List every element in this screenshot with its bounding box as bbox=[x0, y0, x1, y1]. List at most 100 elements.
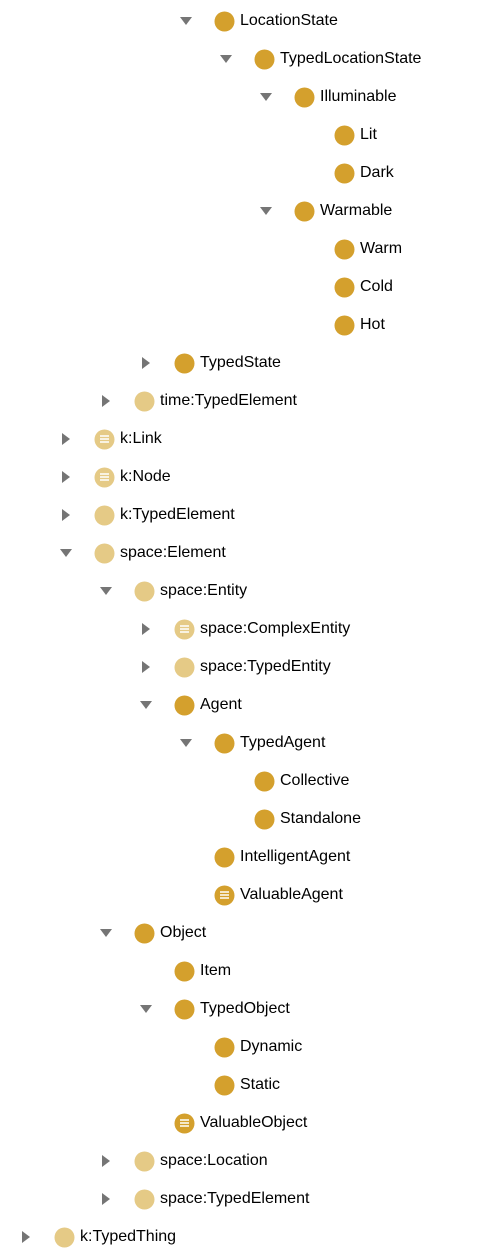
expanded-arrow-icon[interactable] bbox=[258, 203, 274, 219]
tree-row-valuableobject[interactable]: ValuableObject bbox=[138, 1104, 307, 1142]
class-label[interactable]: TypedLocationState bbox=[280, 50, 422, 67]
collapsed-arrow-icon[interactable] bbox=[58, 431, 74, 447]
tree-row-space-location[interactable]: space:Location bbox=[98, 1142, 268, 1180]
class-label[interactable]: k:TypedElement bbox=[120, 506, 235, 523]
no-children-spacer bbox=[298, 127, 314, 143]
expanded-arrow-icon[interactable] bbox=[138, 697, 154, 713]
tree-row-time-typedelement[interactable]: time:TypedElement bbox=[98, 382, 297, 420]
class-label[interactable]: space:Entity bbox=[160, 582, 248, 599]
class-label[interactable]: Static bbox=[240, 1076, 281, 1093]
tree-row-lit[interactable]: Lit bbox=[298, 116, 377, 154]
tree-row-k-link[interactable]: k:Link bbox=[58, 420, 162, 458]
expanded-arrow-icon[interactable] bbox=[258, 89, 274, 105]
collapsed-arrow-icon[interactable] bbox=[138, 621, 154, 637]
tree-row-dynamic[interactable]: Dynamic bbox=[178, 1028, 302, 1066]
class-label[interactable]: ValuableAgent bbox=[240, 886, 343, 903]
class-icon bbox=[254, 809, 275, 830]
class-label[interactable]: Agent bbox=[200, 696, 242, 713]
class-label[interactable]: Warm bbox=[360, 240, 403, 257]
class-label[interactable]: space:TypedElement bbox=[160, 1190, 310, 1207]
tree-row-warm[interactable]: Warm bbox=[298, 230, 402, 268]
class-label[interactable]: Standalone bbox=[280, 810, 361, 827]
tree-row-illuminable[interactable]: Illuminable bbox=[258, 78, 396, 116]
class-icon bbox=[334, 277, 355, 298]
equivalent-class-icon bbox=[214, 885, 235, 906]
expanded-arrow-icon[interactable] bbox=[138, 1001, 154, 1017]
tree-row-space-element[interactable]: space:Element bbox=[58, 534, 226, 572]
tree-row-typedlocationstate[interactable]: TypedLocationState bbox=[218, 40, 421, 78]
class-label[interactable]: Hot bbox=[360, 316, 385, 333]
class-label[interactable]: space:Element bbox=[120, 544, 226, 561]
tree-row-typedobject[interactable]: TypedObject bbox=[138, 990, 290, 1028]
tree-row-collective[interactable]: Collective bbox=[218, 762, 349, 800]
collapsed-arrow-icon[interactable] bbox=[98, 1191, 114, 1207]
class-label[interactable]: space:TypedEntity bbox=[200, 658, 331, 675]
class-icon bbox=[134, 581, 155, 602]
tree-row-warmable[interactable]: Warmable bbox=[258, 192, 392, 230]
tree-row-object[interactable]: Object bbox=[98, 914, 206, 952]
tree-row-typedstate[interactable]: TypedState bbox=[138, 344, 281, 382]
class-label[interactable]: IntelligentAgent bbox=[240, 848, 351, 865]
class-label[interactable]: space:ComplexEntity bbox=[200, 620, 351, 637]
no-children-spacer bbox=[138, 963, 154, 979]
class-icon bbox=[294, 201, 315, 222]
collapsed-arrow-icon[interactable] bbox=[18, 1229, 34, 1245]
class-label[interactable]: Dynamic bbox=[240, 1038, 303, 1055]
class-icon bbox=[214, 1075, 235, 1096]
tree-row-k-typedthing[interactable]: k:TypedThing bbox=[18, 1218, 176, 1256]
tree-row-space-typedentity[interactable]: space:TypedEntity bbox=[138, 648, 331, 686]
expanded-arrow-icon[interactable] bbox=[178, 13, 194, 29]
tree-row-k-node[interactable]: k:Node bbox=[58, 458, 171, 496]
tree-row-hot[interactable]: Hot bbox=[298, 306, 385, 344]
collapsed-arrow-icon[interactable] bbox=[98, 393, 114, 409]
tree-row-space-typedelement[interactable]: space:TypedElement bbox=[98, 1180, 309, 1218]
tree-row-intelligentagent[interactable]: IntelligentAgent bbox=[178, 838, 350, 876]
tree-row-space-entity[interactable]: space:Entity bbox=[98, 572, 247, 610]
class-label[interactable]: LocationState bbox=[240, 12, 338, 29]
tree-row-typedagent[interactable]: TypedAgent bbox=[178, 724, 325, 762]
collapsed-arrow-icon[interactable] bbox=[138, 659, 154, 675]
expanded-arrow-icon[interactable] bbox=[218, 51, 234, 67]
class-label[interactable]: Dark bbox=[360, 164, 394, 181]
expanded-arrow-icon[interactable] bbox=[58, 545, 74, 561]
tree-row-valuableagent[interactable]: ValuableAgent bbox=[178, 876, 343, 914]
no-children-spacer bbox=[178, 1077, 194, 1093]
tree-row-item[interactable]: Item bbox=[138, 952, 231, 990]
collapsed-arrow-icon[interactable] bbox=[58, 507, 74, 523]
class-label[interactable]: k:TypedThing bbox=[80, 1228, 177, 1245]
class-label[interactable]: Collective bbox=[280, 772, 350, 789]
no-children-spacer bbox=[138, 1115, 154, 1131]
class-label[interactable]: Item bbox=[200, 962, 232, 979]
class-label[interactable]: ValuableObject bbox=[200, 1114, 308, 1131]
class-label[interactable]: k:Node bbox=[120, 468, 171, 485]
class-label[interactable]: time:TypedElement bbox=[160, 392, 297, 409]
class-label[interactable]: Lit bbox=[360, 126, 377, 143]
class-label[interactable]: Cold bbox=[360, 278, 393, 295]
class-label[interactable]: k:Link bbox=[120, 430, 162, 447]
class-label[interactable]: Warmable bbox=[320, 202, 393, 219]
tree-row-space-complexentity[interactable]: space:ComplexEntity bbox=[138, 610, 350, 648]
tree-row-cold[interactable]: Cold bbox=[298, 268, 393, 306]
class-label[interactable]: TypedAgent bbox=[240, 734, 326, 751]
collapsed-arrow-icon[interactable] bbox=[138, 355, 154, 371]
tree-row-locationstate[interactable]: LocationState bbox=[178, 2, 338, 40]
no-children-spacer bbox=[298, 165, 314, 181]
tree-row-standalone[interactable]: Standalone bbox=[218, 800, 361, 838]
expanded-arrow-icon[interactable] bbox=[178, 735, 194, 751]
no-children-spacer bbox=[298, 241, 314, 257]
tree-row-dark[interactable]: Dark bbox=[298, 154, 394, 192]
expanded-arrow-icon[interactable] bbox=[98, 925, 114, 941]
class-label[interactable]: TypedObject bbox=[200, 1000, 290, 1017]
collapsed-arrow-icon[interactable] bbox=[98, 1153, 114, 1169]
expanded-arrow-icon[interactable] bbox=[98, 583, 114, 599]
class-icon bbox=[254, 49, 275, 70]
tree-row-agent[interactable]: Agent bbox=[138, 686, 242, 724]
collapsed-arrow-icon[interactable] bbox=[58, 469, 74, 485]
class-label[interactable]: space:Location bbox=[160, 1152, 268, 1169]
tree-row-static[interactable]: Static bbox=[178, 1066, 280, 1104]
class-label[interactable]: Illuminable bbox=[320, 88, 397, 105]
class-label[interactable]: Object bbox=[160, 924, 207, 941]
class-label[interactable]: TypedState bbox=[200, 354, 281, 371]
tree-row-k-typedelement[interactable]: k:TypedElement bbox=[58, 496, 235, 534]
